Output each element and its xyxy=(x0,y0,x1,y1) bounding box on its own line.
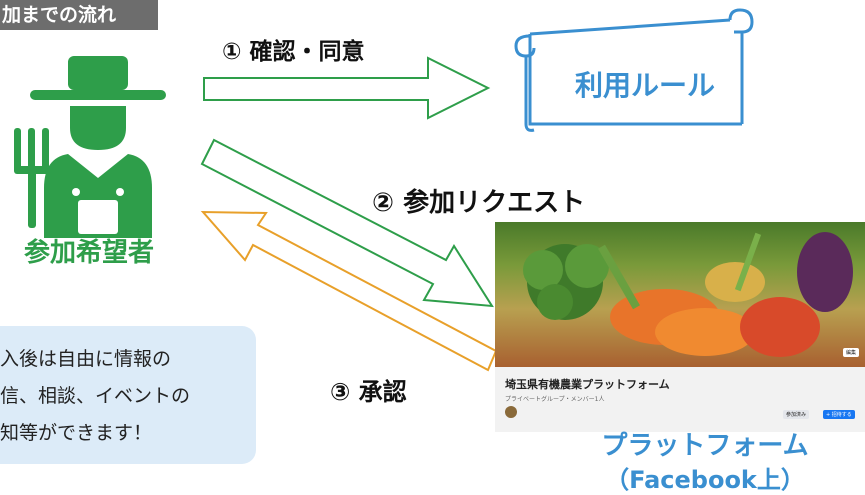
cover-photo: 編集 xyxy=(495,222,865,367)
info-line-2: 信、相談、イベントの xyxy=(0,385,191,407)
joined-button[interactable]: 参加済み xyxy=(783,410,810,419)
group-name: 埼玉県有機農業プラットフォーム xyxy=(505,378,670,391)
group-meta: プライベートグループ・メンバー1人 xyxy=(505,396,605,403)
step3-label: ③ 承認 xyxy=(330,378,407,406)
platform-label-line2: （Facebook上） xyxy=(605,466,805,494)
info-line-1: 入後は自由に情報の xyxy=(0,348,172,370)
invite-button[interactable]: + 招待する xyxy=(823,410,855,419)
applicant-label: 参加希望者 xyxy=(24,238,155,268)
arrow-approve xyxy=(200,210,498,372)
info-line-3: 知等ができます！ xyxy=(0,422,153,444)
info-box: 入後は自由に情報の 信、相談、イベントの 知等ができます！ xyxy=(0,326,256,464)
vegetables-image xyxy=(523,232,853,357)
page-title: 加までの流れ xyxy=(0,0,158,30)
arrow-request xyxy=(200,138,494,308)
step2-label: ② 参加リクエスト xyxy=(372,188,586,218)
group-avatar xyxy=(505,406,517,418)
arrow-confirm xyxy=(203,56,491,120)
platform-label-line1: プラットフォーム xyxy=(601,431,809,461)
scroll-icon xyxy=(514,8,754,132)
edit-cover-button[interactable]: 編集 xyxy=(842,348,859,357)
farmer-icon xyxy=(14,56,166,238)
facebook-group-preview: 編集 埼玉県有機農業プラットフォーム プライベートグループ・メンバー1人 参加済… xyxy=(495,222,865,432)
rules-label: 利用ルール xyxy=(574,69,715,102)
step1-label: ① 確認・同意 xyxy=(222,39,365,65)
